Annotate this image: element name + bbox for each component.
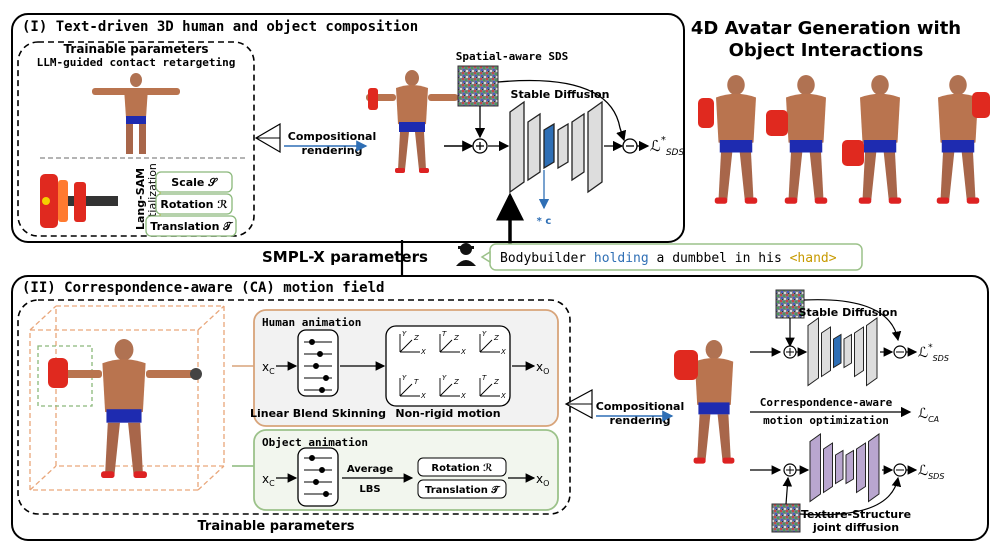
- rendering-label-1: rendering: [302, 144, 363, 157]
- xc-object: xC: [262, 472, 275, 488]
- svg-text:T: T: [482, 374, 487, 382]
- avg-label-1: Average: [347, 464, 394, 475]
- spatial-sds-label: Spatial-aware SDS: [456, 50, 569, 63]
- rotation-box-2: [417, 457, 507, 477]
- xo-human: xO: [536, 360, 549, 376]
- ca-motion-label-2: motion optimization: [763, 414, 889, 427]
- dumbbell: [40, 174, 118, 228]
- title-line-1: 4D Avatar Generation with: [691, 18, 961, 39]
- avatar-frame-4: [936, 75, 990, 204]
- compositional-label-1: Compositional: [288, 130, 376, 143]
- trainable-title-1: Trainable parameters: [64, 42, 209, 56]
- user-icon: [456, 243, 476, 266]
- lbs-block: [297, 329, 339, 397]
- avatar-frame-2: [766, 75, 828, 204]
- texture-label-1: Texture-Structure: [801, 508, 911, 521]
- object-anim-label: Object animation: [262, 436, 368, 449]
- prompt-text: Bodybuilder holding a dumbbel in his <ha…: [500, 251, 837, 266]
- translation-label-2: Translation 𝒯: [425, 484, 501, 496]
- svg-text:X: X: [500, 392, 506, 400]
- xo-object: xO: [536, 472, 549, 488]
- rotation-box-1: [155, 193, 233, 215]
- stable-diffusion-label-1: Stable Diffusion: [511, 88, 610, 101]
- xc-human: xC: [262, 360, 275, 376]
- svg-text:Z: Z: [493, 334, 499, 342]
- texture-label-2: joint diffusion: [812, 521, 899, 534]
- loss-sds-star-2: ℒ*SDS: [918, 343, 949, 363]
- composed-figure: [366, 70, 458, 173]
- canonical-figure: [48, 339, 202, 479]
- smplx-label: SMPL-X parameters: [262, 248, 428, 266]
- rotation-label-2: Rotation ℛ: [431, 463, 492, 474]
- camera-icon: [254, 122, 281, 154]
- svg-text:Z: Z: [453, 378, 459, 386]
- svg-text:X: X: [500, 348, 506, 356]
- nonrigid-label: Non-rigid motion: [395, 407, 500, 420]
- rendering-label-2: rendering: [610, 414, 671, 427]
- stable-diffusion-label-2: Stable Diffusion: [799, 306, 898, 319]
- svg-text:Z: Z: [453, 334, 459, 342]
- translation-box-1: [145, 215, 237, 237]
- camera-icon-2: [564, 388, 593, 420]
- svg-text:X: X: [460, 348, 466, 356]
- noise-image-3: [771, 503, 801, 533]
- posed-figure: [674, 340, 735, 464]
- panel-1-heading: (I) Text-driven 3D human and object comp…: [22, 19, 418, 35]
- svg-text:X: X: [420, 392, 426, 400]
- texture-structure-unet: [809, 433, 880, 503]
- title-line-2: Object Interactions: [729, 40, 924, 61]
- svg-text:T: T: [442, 330, 447, 338]
- rotation-label-1: Rotation ℛ: [160, 198, 228, 211]
- panel-2-heading: (II) Correspondence-aware (CA) motion fi…: [22, 280, 384, 296]
- loss-sds-star-1: ℒ*SDS: [650, 135, 684, 158]
- trainable-title-2: Trainable parameters: [197, 519, 354, 534]
- svg-text:Y: Y: [442, 374, 447, 382]
- loss-sds: ℒSDS: [918, 463, 944, 481]
- condition-c-label: * c: [537, 216, 552, 227]
- sds-feedback-arrow: [497, 79, 627, 142]
- lbs-label: Linear Blend Skinning: [250, 407, 386, 420]
- svg-text:X: X: [460, 392, 466, 400]
- avg-label-2: LBS: [359, 484, 380, 495]
- axis-grid-marks: [399, 334, 500, 397]
- translation-label-1: Translation 𝒯: [150, 220, 233, 233]
- nonrigid-grid: [385, 325, 511, 407]
- scale-box: [155, 171, 233, 193]
- noise-image-1: [457, 65, 499, 107]
- translation-box-2: [417, 479, 507, 499]
- lang-sam-label: Lang-SAM: [134, 168, 147, 230]
- svg-text:T: T: [414, 378, 419, 386]
- lbs-block-object: [297, 447, 339, 507]
- svg-text:Z: Z: [493, 378, 499, 386]
- loss-ca: ℒCA: [918, 406, 939, 424]
- noise-image-2: [775, 289, 805, 319]
- tpose-figure: [92, 73, 180, 154]
- ca-motion-label-1: Correspondence-aware: [760, 396, 893, 409]
- svg-text:Y: Y: [482, 330, 487, 338]
- svg-text:Z: Z: [413, 334, 419, 342]
- avatar-frame-3: [842, 75, 902, 204]
- svg-text:Y: Y: [402, 374, 407, 382]
- trainable-box-1: [17, 41, 255, 237]
- svg-text:X: X: [420, 348, 426, 356]
- compositional-label-2: Compositional: [596, 400, 684, 413]
- human-anim-label: Human animation: [262, 316, 361, 329]
- avatar-frame-1: [698, 75, 758, 204]
- svg-text:Y: Y: [402, 330, 407, 338]
- llm-label: LLM-guided contact retargeting: [37, 56, 236, 69]
- scale-label: Scale 𝒮: [171, 176, 218, 189]
- trainable-box-2: [17, 299, 571, 515]
